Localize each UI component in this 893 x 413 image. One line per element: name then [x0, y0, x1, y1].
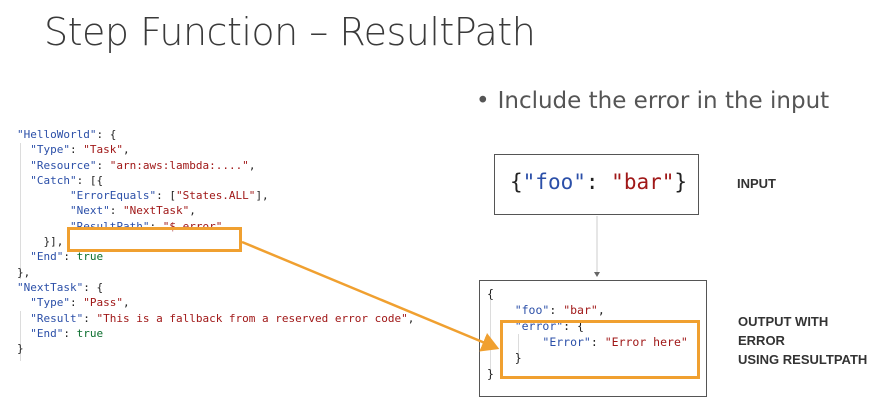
bullet-dot-icon: •	[476, 88, 490, 114]
output-line: }	[487, 351, 522, 365]
output-token: : {	[563, 319, 584, 333]
code-left-token: : {	[83, 280, 104, 294]
output-label-line: OUTPUT WITH	[738, 314, 829, 329]
code-left-token: : [	[156, 189, 176, 203]
code-left-token: "Catch"	[30, 173, 77, 187]
output-line: }	[487, 367, 494, 381]
code-left-line: "NextTask": {	[17, 281, 103, 294]
code-left-line: "ErrorEquals": ["States.ALL"],	[17, 189, 269, 202]
input-token: }	[674, 170, 688, 194]
slide-title: Step Function – ResultPath	[44, 10, 536, 54]
code-left-token: :	[83, 311, 97, 325]
output-token: "Error here"	[604, 335, 688, 349]
code-left-line: "Next": "NextTask",	[17, 204, 196, 217]
code-left-line: "Type": "Task",	[17, 143, 130, 157]
input-token: :	[585, 170, 612, 194]
output-token: {	[487, 287, 494, 301]
output-token: ,	[597, 303, 605, 317]
highlight-arrow	[241, 240, 500, 352]
error-highlight	[500, 320, 700, 379]
code-left-token: "Resource"	[30, 158, 97, 172]
input-label: INPUT	[737, 176, 776, 191]
code-left-token: ,	[407, 311, 415, 325]
output-token: "Error"	[542, 335, 591, 349]
code-left-token: }],	[17, 235, 64, 249]
code-left-line: "Catch": [{	[17, 174, 103, 187]
output-token: :	[590, 335, 605, 349]
code-left-line: "Resource": "arn:aws:lambda:....",	[17, 159, 255, 172]
code-left-token: : {	[96, 128, 117, 141]
output-label-line: USING RESULTPATH	[738, 352, 868, 367]
code-left-token: "Type"	[30, 143, 70, 157]
output-line: "foo": "bar",	[487, 303, 605, 317]
output-line: {	[487, 287, 494, 301]
code-left-token: :	[63, 326, 77, 340]
code-left-token: ,	[189, 204, 196, 218]
code-left-line: "Type": "Pass",	[17, 296, 130, 310]
code-left-token: :	[63, 250, 77, 264]
code-left-token: },	[17, 265, 31, 279]
code-left-token: true	[76, 326, 104, 340]
code-left-line: "End": true	[17, 327, 103, 340]
bullet-point: • Include the error in the input	[476, 88, 829, 114]
code-left-line: },	[17, 266, 30, 279]
code-left-token: :	[70, 296, 84, 310]
code-left-token: "End"	[30, 326, 64, 340]
code-left-token: "HelloWorld"	[17, 128, 97, 141]
code-left-token: : [{	[76, 173, 104, 187]
code-left-line: "Result": "This is a fallback from a res…	[17, 312, 414, 325]
output-token: }	[487, 367, 494, 381]
code-left-line: }	[17, 342, 24, 355]
code-left-token: :	[149, 219, 163, 233]
input-token: {	[510, 170, 523, 194]
output-label-line: ERROR	[738, 333, 785, 348]
code-left-token: "Result"	[30, 311, 84, 325]
input-token: "bar"	[611, 170, 675, 194]
code-left-token: :	[96, 158, 110, 172]
code-left-token: "Task"	[83, 143, 123, 157]
input-token: "foo"	[522, 170, 586, 194]
output-line: "Error": "Error here"	[487, 335, 688, 349]
code-left-token: :	[109, 204, 123, 218]
output-token: :	[549, 303, 564, 317]
code-left-token: "arn:aws:lambda:...."	[109, 158, 249, 172]
code-left-token: "States.ALL"	[175, 189, 256, 203]
code-left-line: "HelloWorld": {	[17, 128, 116, 141]
input-json: {"foo": "bar"}	[510, 170, 687, 194]
code-left-token: :	[70, 143, 84, 157]
code-left-token: "End"	[30, 250, 64, 264]
output-label: OUTPUT WITH ERROR USING RESULTPATH	[738, 312, 867, 369]
code-left-token: "Type"	[30, 296, 70, 310]
code-left-token: "NextTask"	[17, 280, 84, 294]
indent-guide	[20, 143, 21, 279]
code-left-token: "This is a fallback from a reserved erro…	[96, 311, 408, 325]
indent-guide	[20, 311, 21, 361]
code-left-token: "ErrorEquals"	[69, 189, 157, 203]
output-token: "foo"	[514, 303, 550, 317]
code-left-token: true	[76, 250, 104, 264]
code-left-line: }],	[17, 235, 63, 248]
code-left-token: "Pass"	[83, 296, 123, 310]
indent-guide	[518, 334, 519, 362]
code-left-line: "End": true	[17, 250, 103, 263]
state-machine-code: "HelloWorld": { "Type": "Task", "Resourc…	[17, 127, 414, 356]
code-left-token: "Next"	[69, 204, 110, 218]
code-left-token: ],	[255, 189, 269, 203]
code-left-token: }	[17, 342, 24, 356]
output-token: }	[487, 351, 522, 365]
input-box	[494, 154, 699, 215]
code-left-token: ,	[123, 296, 130, 310]
resultpath-highlight	[67, 227, 242, 252]
code-left-token: ,	[123, 143, 130, 157]
bullet-text: Include the error in the input	[497, 88, 830, 114]
output-token: "bar"	[563, 303, 598, 317]
code-left-token: "NextTask"	[122, 204, 190, 218]
code-left-token: ,	[248, 158, 256, 172]
